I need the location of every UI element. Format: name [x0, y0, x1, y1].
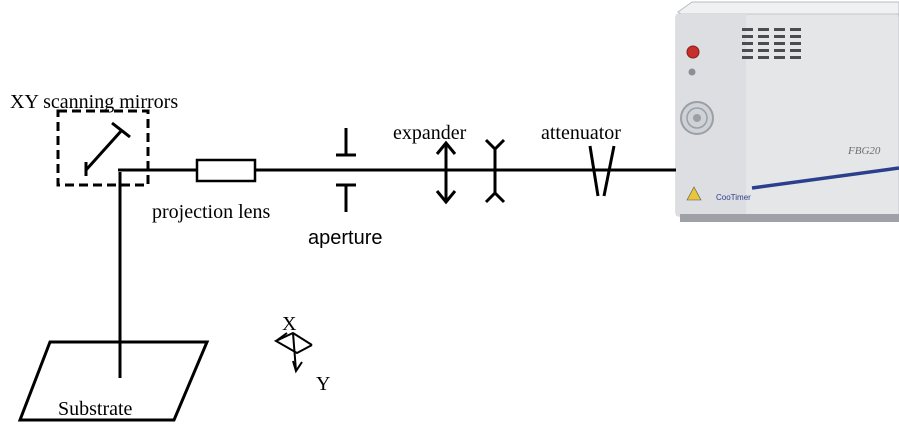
laser-model-label: FBG20 [847, 145, 881, 157]
laser-fan-grille-icon [680, 101, 714, 135]
scanning-mirror [84, 121, 131, 176]
projection-lens [195, 158, 257, 183]
scanning-mirrors-label: XY scanning mirrors [10, 91, 178, 113]
aperture-label: aperture [308, 227, 383, 249]
laser-brand-logo: CooTimer [716, 193, 751, 202]
axis-x-label: X [282, 313, 297, 335]
laser-indicator-light [688, 68, 696, 76]
axis-y-label: Y [316, 373, 330, 395]
scanning-mirrors-box [56, 109, 150, 187]
laser-base [680, 214, 899, 222]
laser-source: FBG20 CooTimer [675, 1, 899, 222]
projection-lens-label: projection lens [152, 201, 271, 223]
coordinate-axes-icon [273, 331, 313, 374]
laser-emergency-button [686, 45, 700, 59]
substrate-label: Substrate [58, 398, 133, 420]
laser-vent-grille [742, 28, 801, 59]
aperture [336, 128, 356, 212]
laser-blue-stripe [751, 166, 899, 190]
expander-label: expander [393, 122, 467, 144]
attenuator-label: attenuator [541, 122, 621, 144]
expander-converging-lens [435, 140, 457, 205]
laser-warning-icon [686, 186, 702, 201]
expander-diverging-lens [484, 138, 506, 204]
substrate-plate [17, 340, 210, 422]
attenuator [588, 145, 616, 197]
